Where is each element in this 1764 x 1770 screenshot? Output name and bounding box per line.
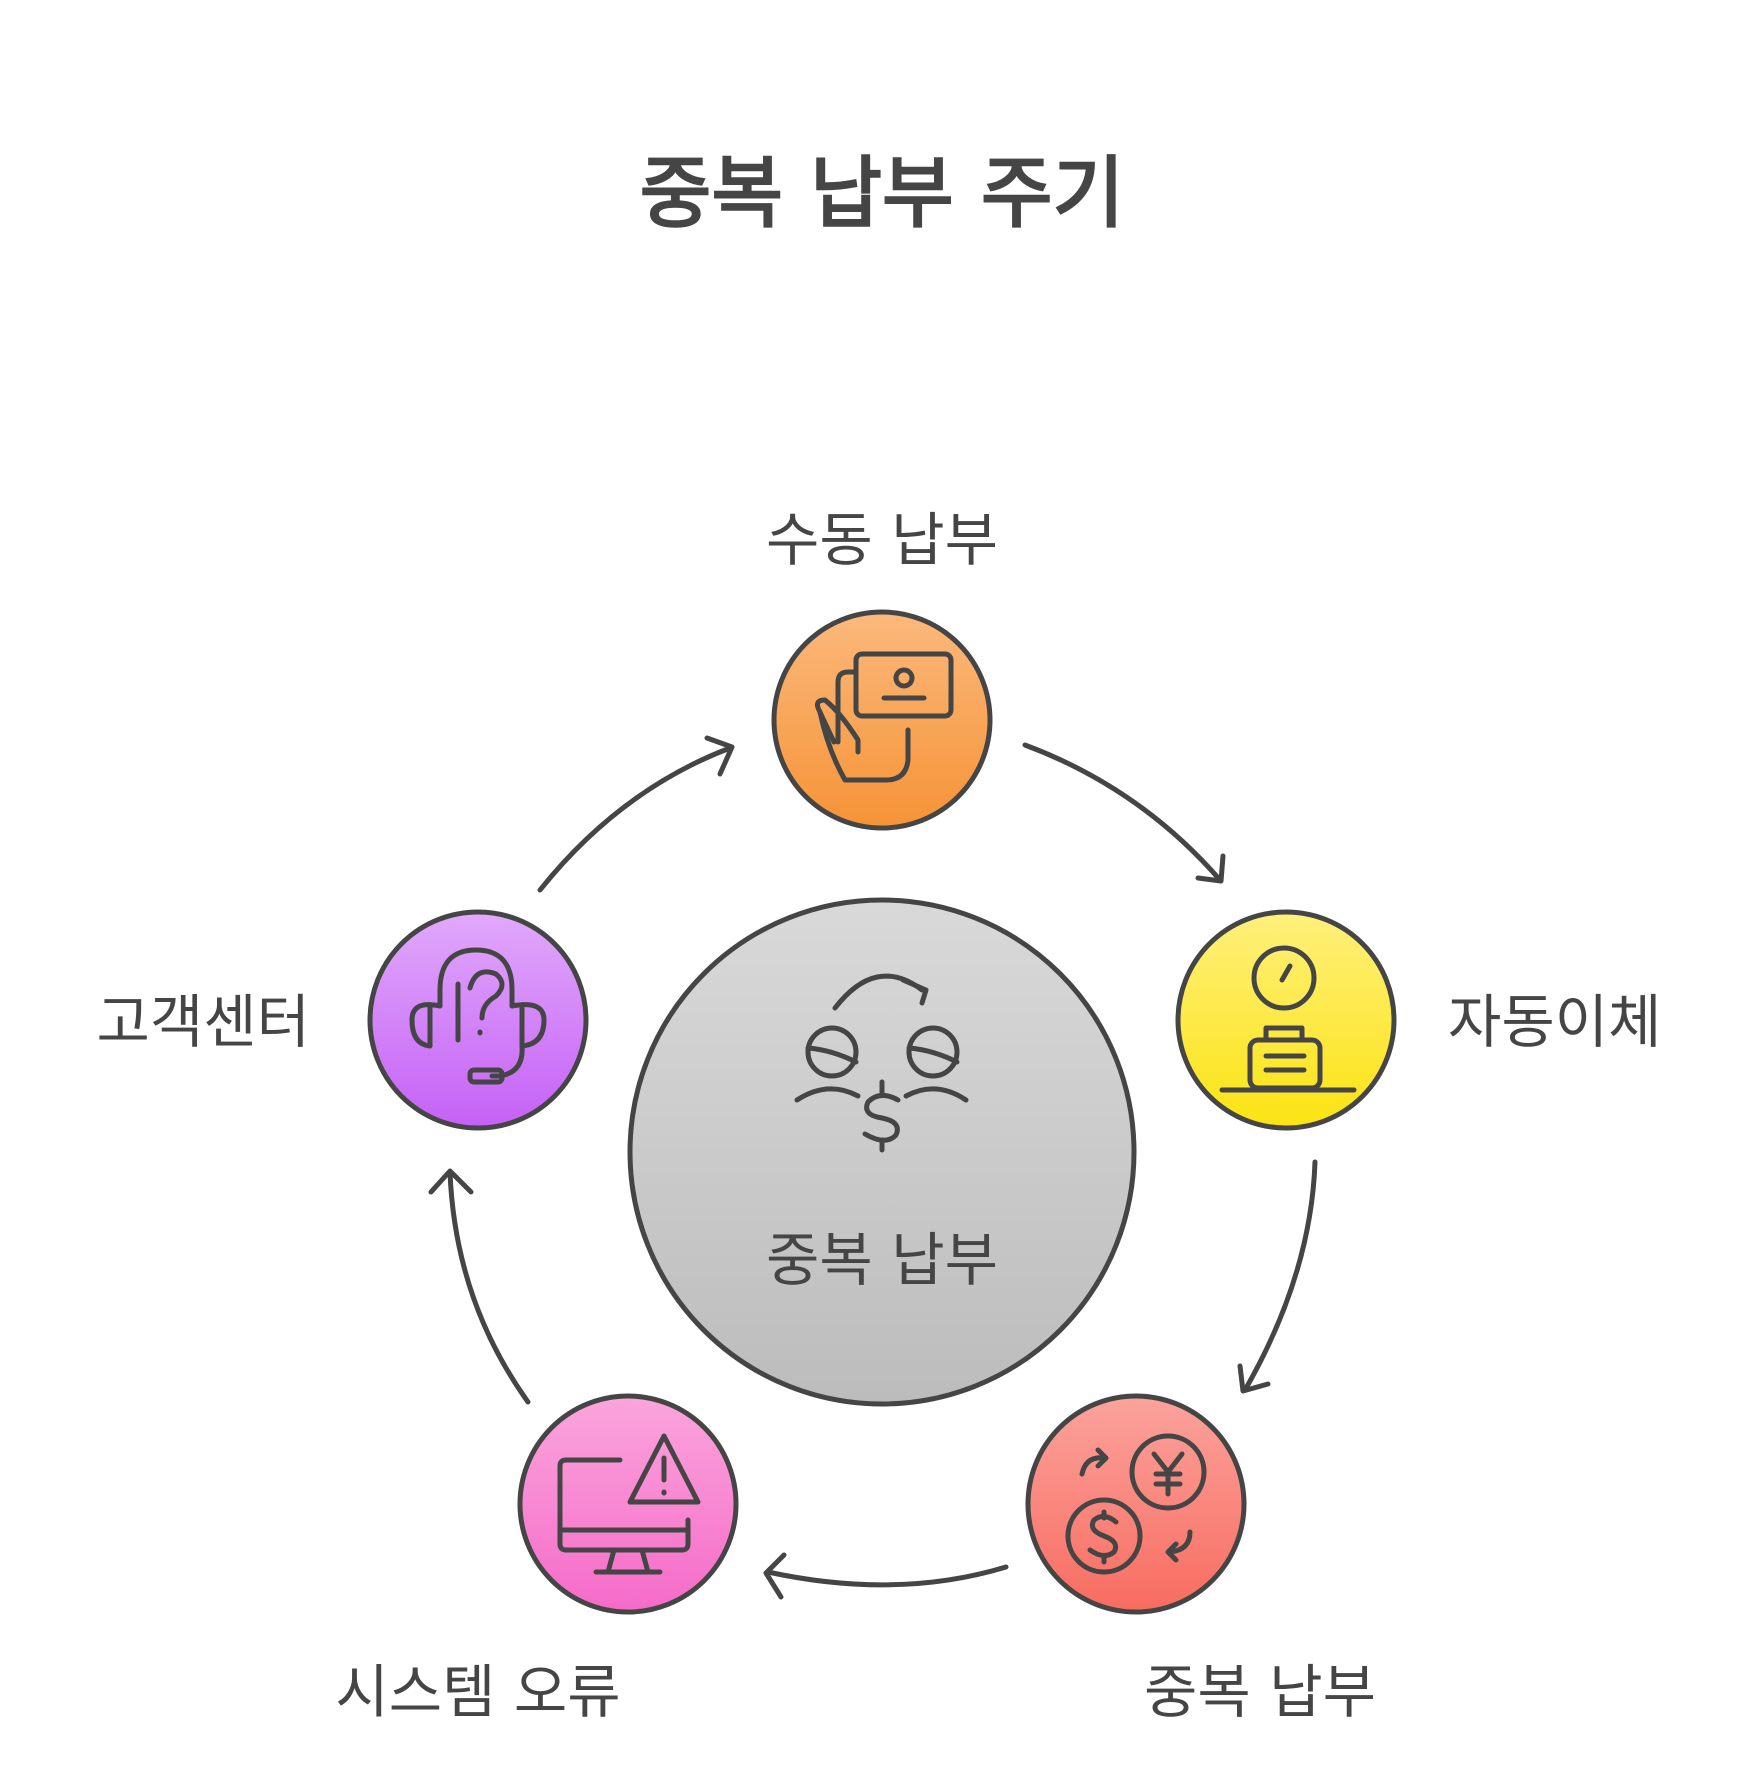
node-auto-transfer: 자동이체 — [1175, 909, 1661, 1131]
node-label: 시스템 오류 — [335, 1658, 620, 1726]
node-circle — [1175, 909, 1397, 1131]
monitor-warning-icon — [557, 1433, 701, 1575]
currency-exchange-icon — [1065, 1433, 1207, 1575]
arrow-duplicate-to-error — [763, 1552, 1009, 1600]
node-customer-center: 고객센터 — [97, 909, 589, 1131]
node-circle — [367, 909, 589, 1131]
cycle-arrows — [428, 735, 1318, 1600]
node-duplicate-payment: 중복 납부 — [1025, 1393, 1376, 1726]
node-label: 자동이체 — [1448, 988, 1661, 1056]
diagram-title: 중복 납부 주기 — [640, 149, 1125, 239]
node-manual-payment: 수동 납부 — [766, 506, 998, 831]
node-label: 고객센터 — [97, 988, 310, 1056]
node-circle — [1025, 1393, 1247, 1615]
center-label: 중복 납부 — [766, 1226, 998, 1294]
node-circle — [771, 609, 993, 831]
node-circle — [517, 1393, 739, 1615]
clock-briefcase-icon — [1219, 945, 1357, 1093]
arrow-error-to-support — [428, 1168, 531, 1405]
arrow-manual-to-auto — [1022, 742, 1226, 884]
people-money-exchange-icon — [794, 973, 969, 1153]
arrow-auto-to-duplicate — [1237, 1159, 1318, 1394]
node-label: 수동 납부 — [766, 506, 998, 574]
node-label: 중복 납부 — [1144, 1658, 1376, 1726]
hand-card-payment-icon — [814, 651, 954, 783]
arrow-support-to-manual — [537, 735, 735, 893]
node-system-error: 시스템 오류 — [335, 1393, 739, 1726]
headset-question-icon — [409, 947, 547, 1085]
center-node: 중복 납부 — [627, 897, 1137, 1407]
